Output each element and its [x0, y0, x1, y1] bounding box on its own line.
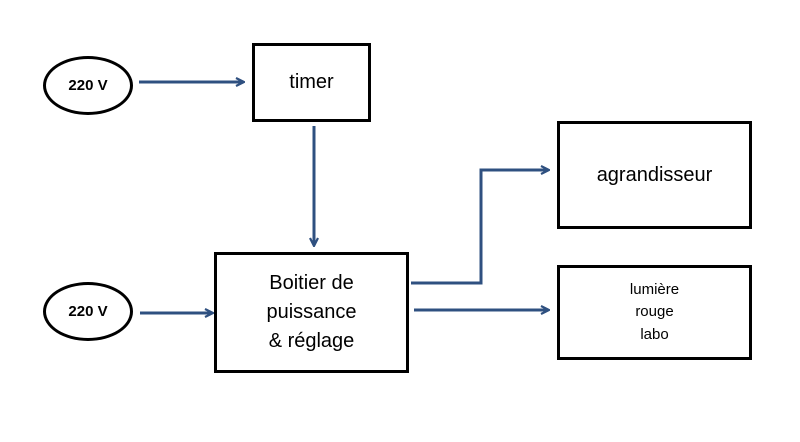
red-light-box: lumière rouge labo	[557, 265, 752, 360]
power-box-line-1: Boitier de	[269, 272, 354, 294]
arrow-power-box-to-enlarger	[411, 170, 548, 285]
source-bottom-label: 220 V	[68, 303, 108, 320]
source-bottom-220v: 220 V	[43, 282, 133, 341]
power-box-line-3: & réglage	[268, 330, 355, 352]
power-box-line-2: puissance	[266, 301, 357, 323]
source-top-220v: 220 V	[43, 56, 133, 115]
red-light-line-1: lumière	[629, 280, 680, 298]
red-light-line-2: rouge	[635, 303, 674, 321]
enlarger-label: agrandisseur	[596, 163, 713, 186]
timer-box: timer	[252, 43, 371, 122]
red-light-line-3: labo	[640, 325, 669, 343]
source-top-label: 220 V	[68, 77, 108, 94]
timer-label: timer	[289, 71, 334, 93]
enlarger-box: agrandisseur	[557, 121, 752, 229]
power-box: Boitier de puissance & réglage	[214, 252, 409, 373]
